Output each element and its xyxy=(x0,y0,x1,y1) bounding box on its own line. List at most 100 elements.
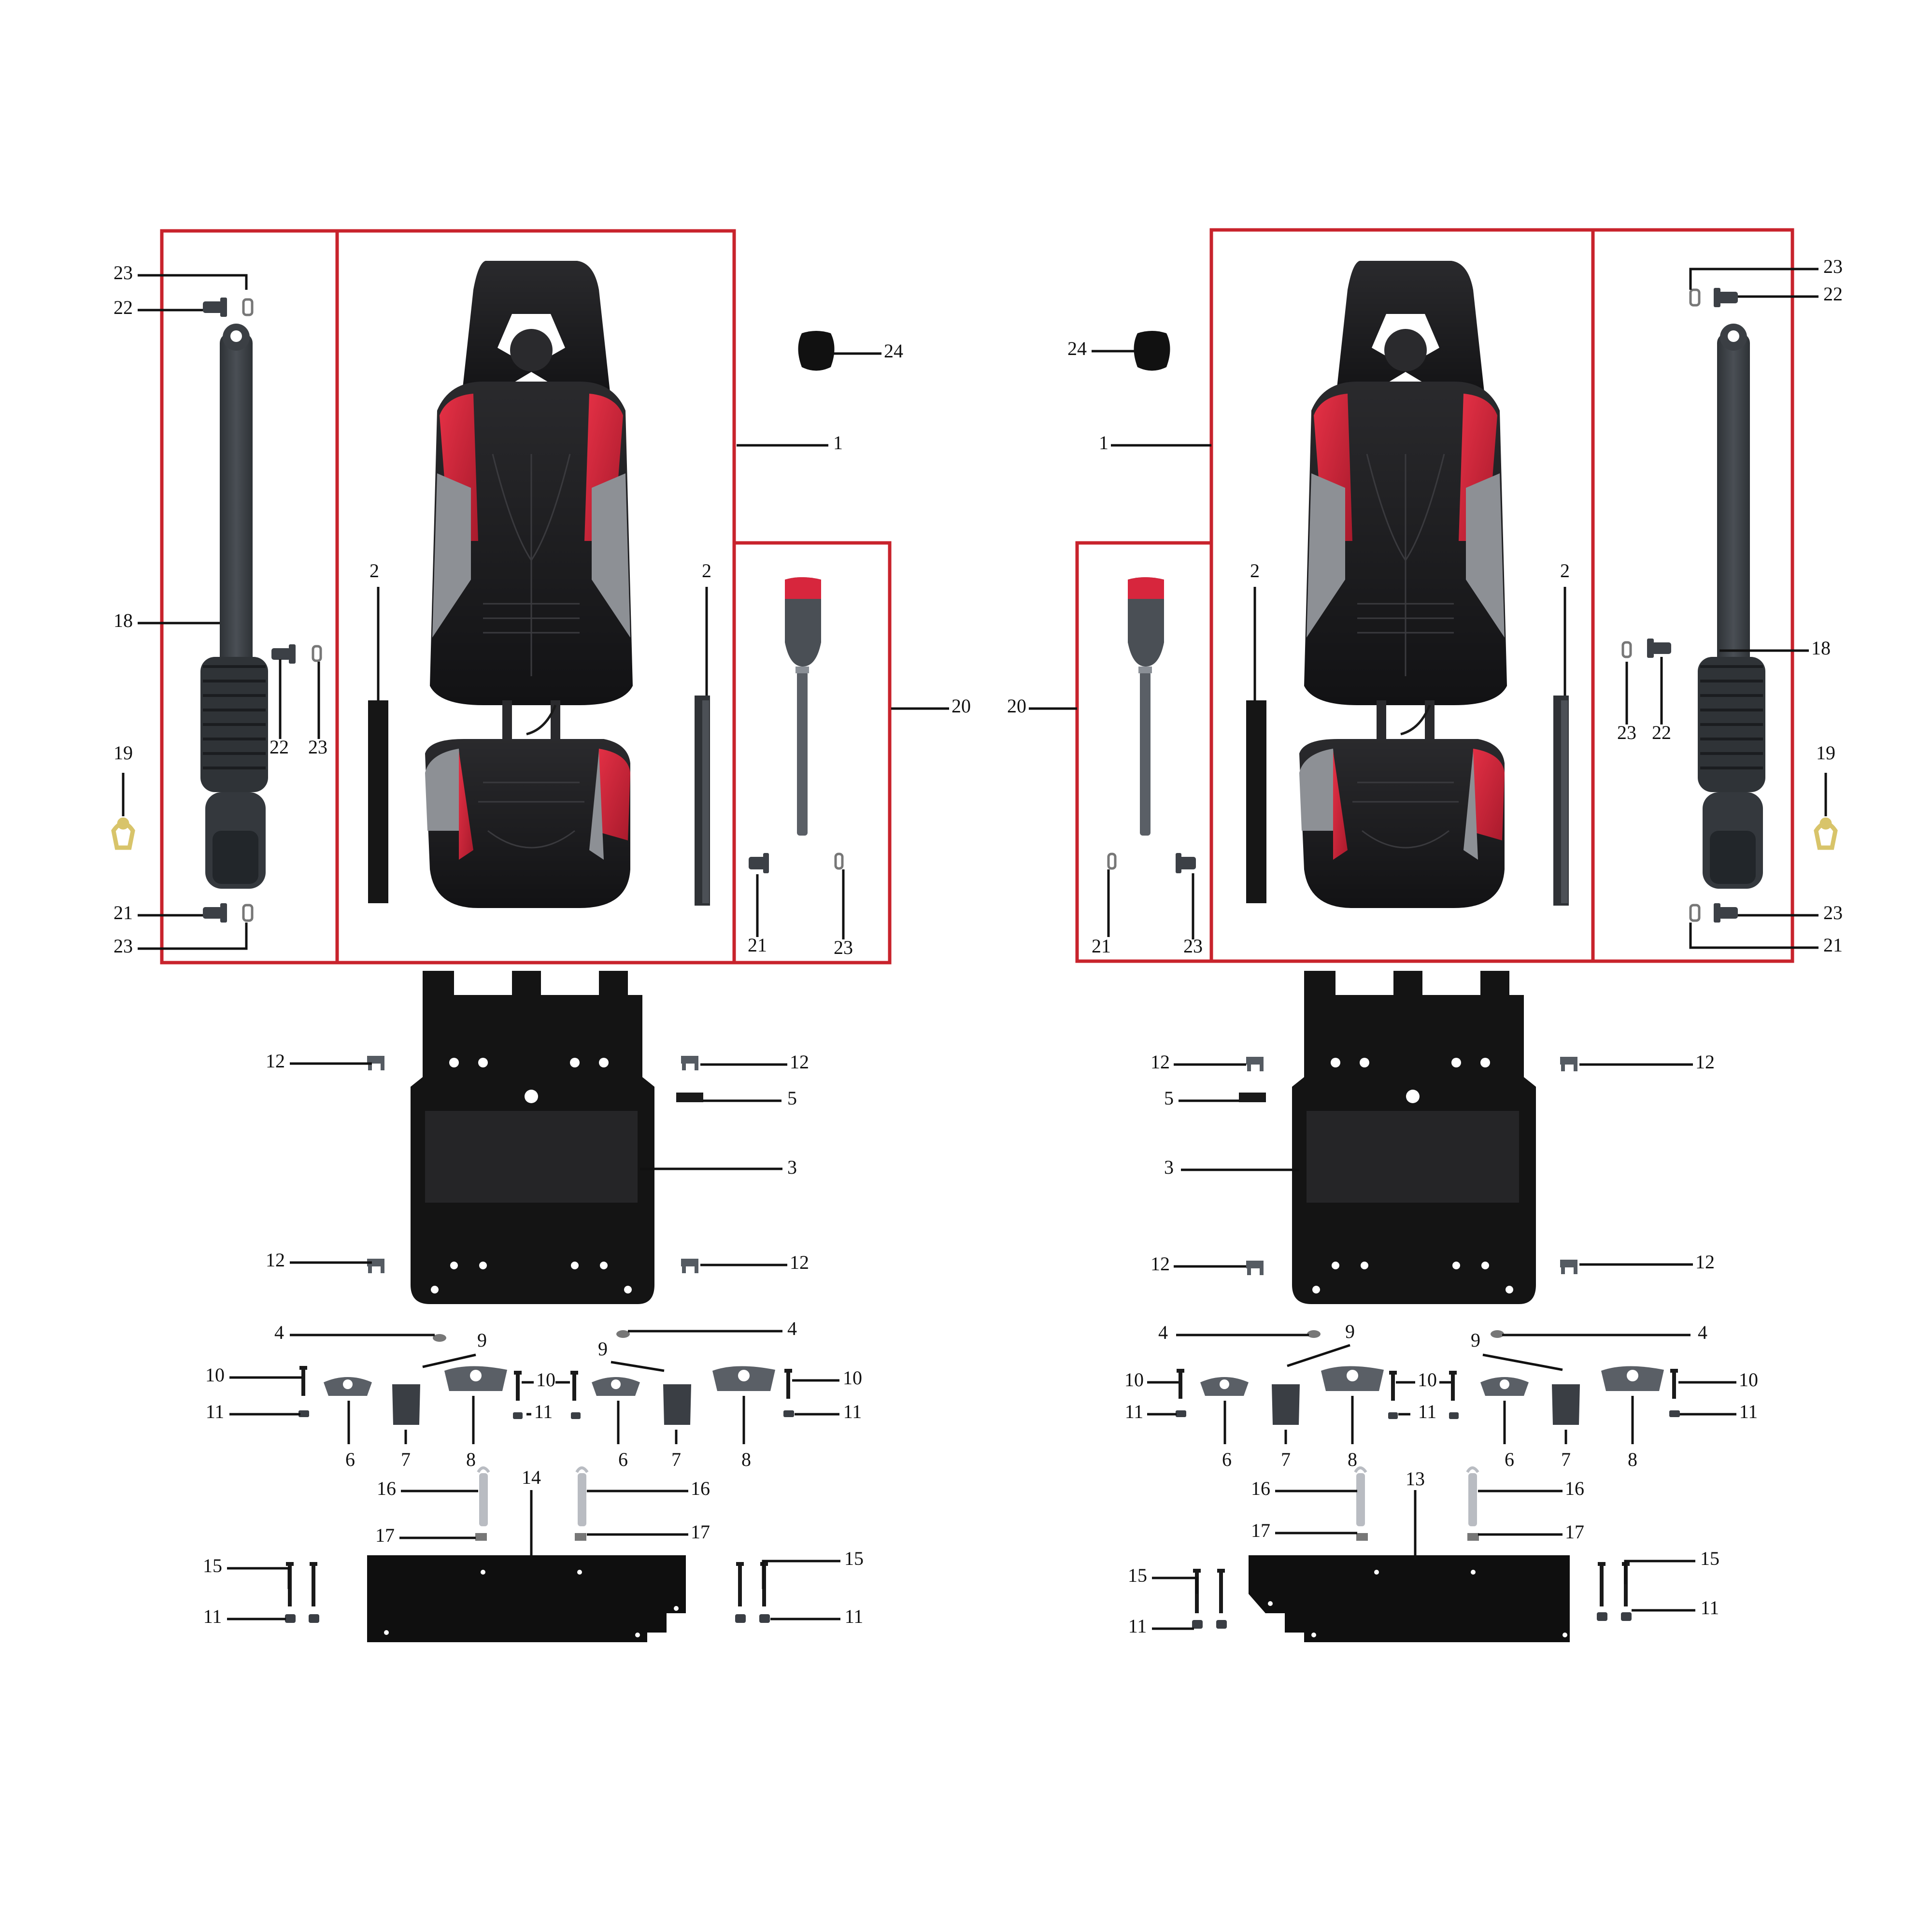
callout-label: 2 xyxy=(1560,560,1570,582)
bolt-icon xyxy=(203,903,227,923)
bolt-icon xyxy=(1647,288,1738,923)
callout-label: 23 xyxy=(834,937,853,958)
callout-label: 23 xyxy=(1823,902,1843,923)
callout-label: 23 xyxy=(1617,722,1636,743)
callout-label: 22 xyxy=(1652,722,1671,743)
washer-icon xyxy=(1107,852,1117,870)
callout-label: 18 xyxy=(1811,637,1831,659)
seat-slide-rail-icon xyxy=(1246,696,1569,906)
callout-label: 16 xyxy=(1251,1477,1270,1499)
seat-belt-buckle-icon xyxy=(1128,577,1164,836)
callout-label: 23 xyxy=(308,736,327,758)
callout-label: 11 xyxy=(1125,1401,1144,1422)
seat-belt-retractor-icon xyxy=(1698,324,1765,889)
callout-label: 15 xyxy=(1128,1564,1147,1586)
callout-label: 18 xyxy=(114,610,133,631)
right-assembly xyxy=(1075,228,1838,1642)
callout-label: 4 xyxy=(1698,1321,1707,1343)
leader-line xyxy=(138,923,248,950)
clip-icon xyxy=(1239,1057,1577,1275)
callout-label: 9 xyxy=(598,1338,608,1360)
callout-label: 12 xyxy=(1151,1253,1170,1275)
leader-line xyxy=(1624,1560,1695,1584)
callout-label: 2 xyxy=(702,560,711,582)
mount-bracket-icon xyxy=(324,1366,775,1425)
callout-label: 1 xyxy=(1099,432,1108,454)
callout-label: 17 xyxy=(1251,1520,1270,1541)
callout-label: 11 xyxy=(1128,1615,1147,1637)
callout-label: 7 xyxy=(671,1449,681,1470)
callout-label: 19 xyxy=(1816,742,1835,764)
callout-label: 9 xyxy=(1345,1321,1355,1342)
bolt-icon xyxy=(299,1366,792,1401)
callout-label: 10 xyxy=(1739,1369,1758,1391)
nut-icon xyxy=(1176,1410,1680,1419)
seat-belt-buckle-icon xyxy=(785,577,821,836)
seat-icon xyxy=(1299,261,1507,908)
callout-label: 22 xyxy=(270,736,289,758)
callout-label: 23 xyxy=(114,262,133,284)
floor-plate-icon xyxy=(367,1555,686,1642)
callout-label: 10 xyxy=(1124,1369,1144,1391)
callout-label: 12 xyxy=(1151,1051,1170,1073)
callout-label: 20 xyxy=(952,695,971,717)
callout-label: 6 xyxy=(345,1449,355,1470)
callout-label: 6 xyxy=(618,1449,628,1470)
callout-label: 11 xyxy=(1739,1401,1758,1422)
bolt-icon xyxy=(749,853,769,873)
nut-icon xyxy=(298,1410,794,1419)
callout-label: 24 xyxy=(1067,338,1087,359)
washer-icon xyxy=(312,645,322,662)
leader-line xyxy=(611,1361,665,1372)
callout-label: 12 xyxy=(1695,1251,1715,1273)
leader-line xyxy=(1482,1353,1563,1371)
callout-label: 23 xyxy=(114,935,133,957)
frame-right-seat-belt xyxy=(1591,228,1794,963)
callout-label: 21 xyxy=(1092,935,1111,957)
callout-label: 11 xyxy=(1701,1597,1719,1619)
callout-label: 5 xyxy=(1164,1087,1174,1109)
callout-label: 6 xyxy=(1222,1449,1232,1470)
callout-label: 8 xyxy=(741,1449,751,1470)
washer-icon xyxy=(834,852,844,870)
leader-lines xyxy=(122,268,1827,1630)
seat-icon xyxy=(425,261,633,908)
callout-label: 12 xyxy=(266,1050,285,1072)
callout-label: 2 xyxy=(369,560,379,582)
clip-icon xyxy=(1354,1466,1479,1541)
callout-label: 19 xyxy=(114,742,133,764)
callout-label: 11 xyxy=(206,1401,225,1422)
nut-icon xyxy=(433,1330,630,1342)
leader-line xyxy=(227,1567,290,1589)
callout-label: 21 xyxy=(114,902,133,923)
washer-icon xyxy=(242,904,254,922)
bolt-icon xyxy=(271,644,296,664)
washer-icon xyxy=(1621,288,1701,922)
nut-icon xyxy=(285,1614,770,1623)
callout-label: 15 xyxy=(844,1548,864,1569)
callout-label: 11 xyxy=(534,1401,553,1422)
callout-label: 22 xyxy=(1823,283,1843,305)
plug-cap-icon xyxy=(798,331,835,371)
left-frames xyxy=(160,229,892,965)
callout-label: 12 xyxy=(790,1051,809,1073)
callout-label: 3 xyxy=(787,1156,797,1178)
callout-label: 20 xyxy=(1007,695,1026,717)
callout-label: 9 xyxy=(477,1329,487,1351)
callout-label: 17 xyxy=(691,1521,710,1543)
callout-label: 10 xyxy=(205,1364,225,1386)
bolt-icon xyxy=(203,298,227,317)
clip-icon xyxy=(367,1056,703,1273)
plug-cap-icon xyxy=(1134,331,1170,371)
leader-line xyxy=(1287,1344,1350,1367)
d-ring-icon xyxy=(111,817,135,850)
seat-slide-rail-icon xyxy=(368,696,710,906)
clip-icon xyxy=(475,1466,589,1541)
leader-line xyxy=(138,274,248,290)
callout-label: 7 xyxy=(1281,1449,1291,1470)
callout-label: 23 xyxy=(1183,935,1203,957)
leader-line xyxy=(1152,1577,1198,1594)
seat-belt-retractor-icon xyxy=(200,324,268,889)
callout-label: 9 xyxy=(1471,1329,1480,1351)
